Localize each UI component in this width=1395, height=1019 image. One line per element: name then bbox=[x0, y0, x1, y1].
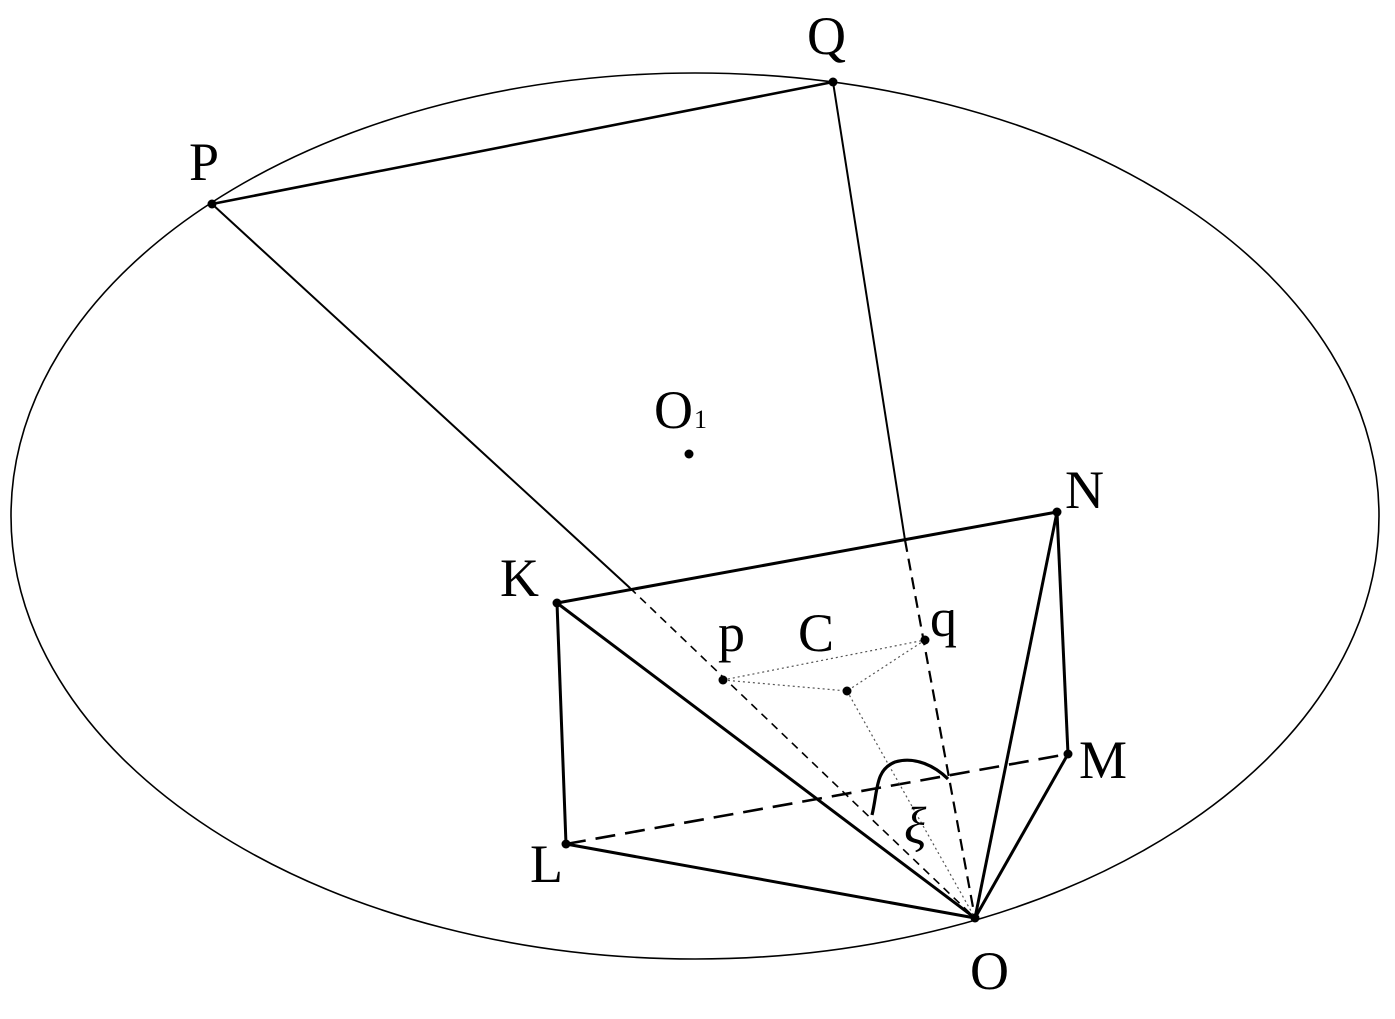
label-M: M bbox=[1079, 730, 1127, 790]
label-O1-subscript: 1 bbox=[694, 405, 707, 434]
ellipse bbox=[10, 72, 1380, 960]
label-C: C bbox=[798, 603, 834, 663]
segment-KN bbox=[556, 510, 1058, 605]
point-O1-dot bbox=[684, 449, 694, 459]
segment-PQ bbox=[211, 80, 834, 206]
label-L: L bbox=[530, 834, 563, 894]
label-O: O bbox=[970, 941, 1009, 1001]
point-M-dot bbox=[1063, 749, 1073, 759]
point-q-dot bbox=[920, 635, 930, 645]
segment-q-O-dashed bbox=[903, 539, 977, 919]
point-O-dot bbox=[970, 913, 980, 923]
label-P: P bbox=[189, 132, 219, 192]
point-p-dot bbox=[718, 675, 728, 685]
point-N-dot bbox=[1052, 507, 1062, 517]
label-Q: Q bbox=[807, 6, 846, 66]
segment-LM-dashed bbox=[565, 752, 1069, 846]
segment-P-to-KN-solid bbox=[211, 203, 631, 589]
point-K-dot bbox=[552, 598, 562, 608]
dotted-C-O bbox=[846, 690, 976, 919]
point-P-dot bbox=[207, 199, 217, 209]
label-O1: O1 bbox=[654, 380, 707, 440]
dotted-p-C bbox=[722, 679, 848, 692]
segment-MO bbox=[973, 753, 1070, 919]
point-C-dot bbox=[842, 686, 852, 696]
angle-arc bbox=[870, 758, 950, 816]
segment-Q-to-KN-solid bbox=[832, 81, 906, 541]
segment-LO bbox=[565, 842, 976, 920]
label-O1-main: O bbox=[654, 380, 693, 440]
point-L-dot bbox=[561, 839, 571, 849]
dotted-p-q bbox=[722, 639, 926, 681]
point-Q-dot bbox=[828, 77, 838, 87]
segment-NM bbox=[1055, 511, 1070, 755]
segment-KO bbox=[556, 601, 976, 920]
label-q: q bbox=[930, 588, 957, 648]
segment-NO bbox=[973, 511, 1059, 919]
segment-p-O-dashed bbox=[629, 587, 976, 919]
segment-KL bbox=[555, 602, 568, 845]
dotted-q-C bbox=[846, 639, 926, 692]
label-p: p bbox=[718, 603, 745, 663]
label-N: N bbox=[1065, 460, 1104, 520]
angle-label-xi: ξ bbox=[904, 798, 927, 855]
label-K: K bbox=[500, 548, 539, 608]
